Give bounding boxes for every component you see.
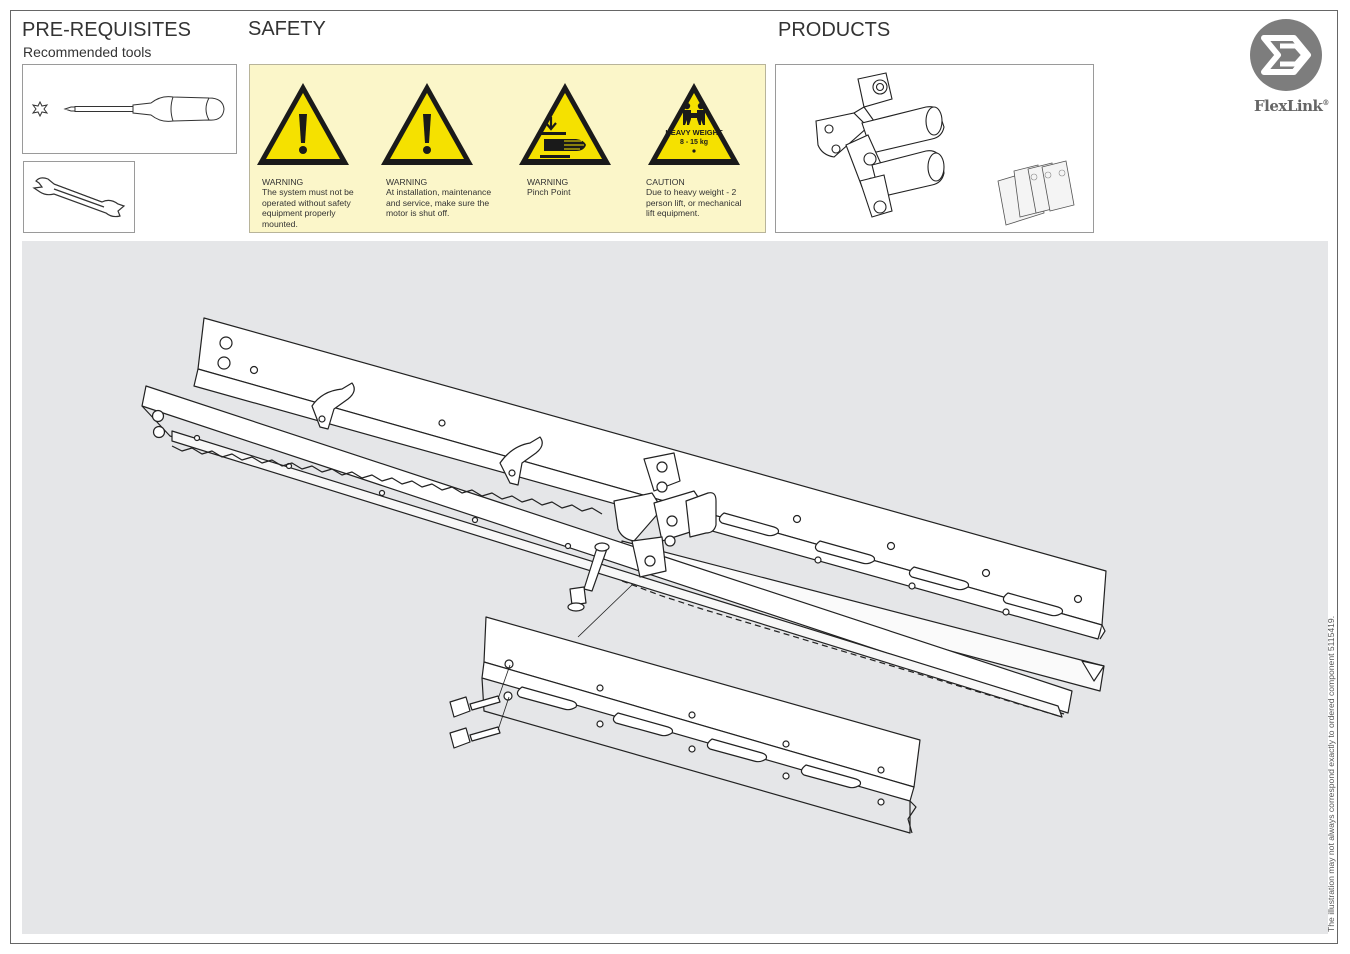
- illustration-disclaimer: The illustration may not always correspo…: [1326, 615, 1336, 932]
- safety-text-4: CAUTION Due to heavy weight - 2 person l…: [646, 177, 766, 219]
- safety-title-4: CAUTION: [646, 177, 685, 187]
- safety-title-3: WARNING: [527, 177, 569, 187]
- heavy-weight-icon: HEAVY WEIGHT 8 - 15 kg: [648, 83, 740, 165]
- flexlink-logo-icon: [1250, 19, 1322, 91]
- safety-text-3: WARNING Pinch Point: [527, 177, 627, 198]
- safety-body-3: Pinch Point: [527, 187, 571, 198]
- open-end-wrench-icon: [32, 177, 126, 218]
- safety-title-2: WARNING: [386, 177, 428, 187]
- pinch-point-icon: [519, 83, 611, 165]
- products-panel: [775, 64, 1094, 233]
- products-heading: PRODUCTS: [778, 19, 891, 41]
- safety-text-2: WARNING At installation, maintenance and…: [386, 177, 511, 219]
- safety-body-1: The system must not be operated without …: [262, 187, 354, 229]
- safety-title-1: WARNING: [262, 177, 304, 187]
- recommended-tools-label: Recommended tools: [23, 44, 152, 60]
- conveyor-beam-exploded-view: [141, 317, 1107, 834]
- safety-heading: SAFETY: [248, 18, 326, 40]
- general-warning-icon: [257, 83, 349, 165]
- torx-screwdriver-icon: [31, 96, 225, 122]
- safety-body-4: Due to heavy weight - 2 person lift, or …: [646, 187, 742, 219]
- safety-text-1: WARNING The system must not be operated …: [262, 177, 382, 229]
- tool-panel-wrench: [23, 161, 135, 233]
- safety-panel: WARNING The system must not be operated …: [249, 64, 766, 233]
- assembly-illustration-area: [22, 241, 1328, 934]
- safety-body-2: At installation, maintenance and service…: [386, 187, 492, 219]
- flexlink-logo-text: FlexLink®: [1254, 97, 1329, 115]
- prerequisites-heading: PRE-REQUISITES: [22, 19, 191, 41]
- manual-documents-icon: [997, 160, 1075, 226]
- bracket-assembly-illustration: [815, 72, 1075, 226]
- heavy-weight-range: 8 - 15 kg: [680, 139, 708, 146]
- page-frame: [10, 10, 1338, 944]
- heavy-weight-label: HEAVY WEIGHT: [665, 128, 723, 137]
- tool-panel-screwdriver: [22, 64, 237, 154]
- general-warning-icon: [381, 83, 473, 165]
